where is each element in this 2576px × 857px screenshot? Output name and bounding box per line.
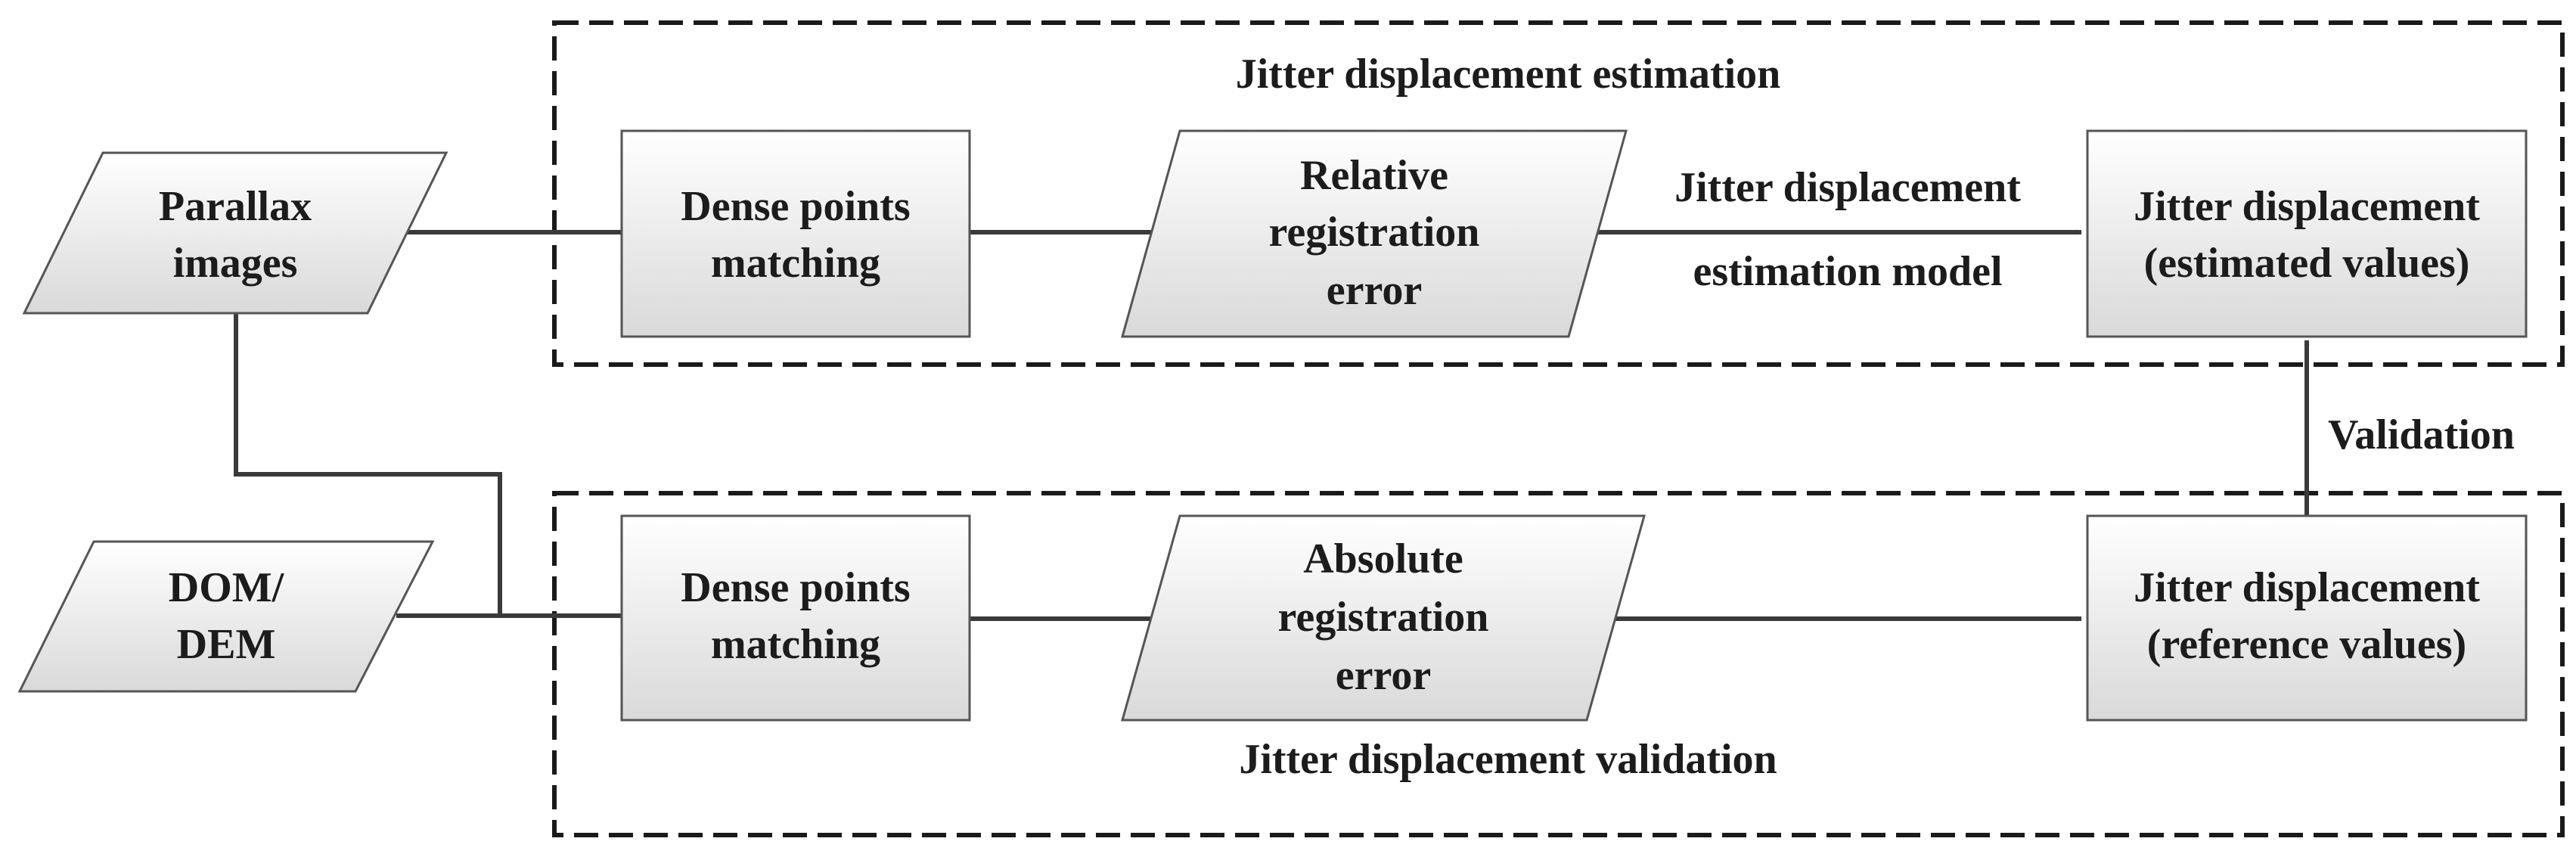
absolute-error-label-line-3: error <box>1336 652 1431 699</box>
relative-registration-error-node <box>1121 129 1628 338</box>
jitter-reference-label-line-1: Jitter displacement <box>2134 564 2480 611</box>
dense-matching-bottom-label-line-1: Dense points <box>681 564 910 611</box>
jitter-estimated-values-node <box>2086 129 2528 338</box>
dense-points-matching-bottom-node <box>620 514 971 722</box>
jitter-estimated-label-line-1: Jitter displacement <box>2134 183 2480 230</box>
jitter-estimated-label-line-2: (estimated values) <box>2144 240 2470 287</box>
dense-matching-bottom-label-line-2: matching <box>711 621 880 668</box>
absolute-error-label-line-2: registration <box>1278 594 1489 641</box>
parallax-images-node <box>22 151 448 315</box>
dense-matching-top-label-line-2: matching <box>711 240 880 287</box>
estimation-model-label-line-1: Jitter displacement <box>1674 164 2021 211</box>
dense-matching-top-label-line-1: Dense points <box>681 183 910 230</box>
validation-group-frame <box>552 491 2565 837</box>
parallax-images-label-line-2: images <box>173 240 298 287</box>
jitter-reference-label-line-2: (reference values) <box>2147 621 2466 668</box>
validation-group-title: Jitter displacement validation <box>1239 736 1777 783</box>
relative-error-label-line-2: registration <box>1269 209 1480 256</box>
relative-error-label-line-3: error <box>1327 267 1422 314</box>
estimation-group-title: Jitter displacement estimation <box>1236 51 1781 98</box>
dom-dem-label-line-2: DEM <box>177 621 276 668</box>
estimation-group-frame <box>552 20 2565 367</box>
parallax-images-label-line-1: Parallax <box>159 183 312 230</box>
relative-error-label-line-1: Relative <box>1300 152 1448 199</box>
estimation-model-label-line-2: estimation model <box>1693 248 2002 295</box>
jitter-reference-values-node <box>2086 514 2528 722</box>
absolute-registration-error-node <box>1121 514 1646 722</box>
connector-parallax-to-bottom-row <box>234 313 502 616</box>
validation-label: Validation <box>2328 411 2515 458</box>
dom-dem-label-line-1: DOM/ <box>169 564 285 611</box>
dense-points-matching-top-node <box>620 129 971 338</box>
dom-dem-node <box>17 540 435 693</box>
absolute-error-label-line-1: Absolute <box>1303 536 1463 582</box>
